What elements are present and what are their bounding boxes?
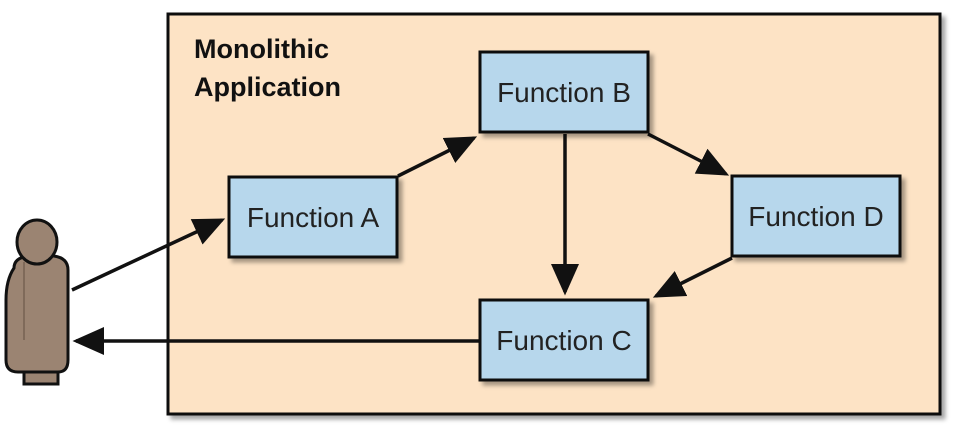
container-title-line1: Monolithic [194, 34, 329, 64]
function-c-label: Function C [496, 325, 631, 356]
function-b-box: Function B [478, 50, 650, 134]
container-title-line2: Application [194, 72, 341, 102]
arrow-user-to-function-a [71, 218, 226, 292]
arrow-function-a-to-function-b [397, 136, 478, 178]
function-b-label: Function B [497, 77, 631, 108]
arrow-function-b-to-function-d [647, 132, 730, 176]
function-a-label: Function A [247, 202, 380, 233]
person-icon [4, 218, 70, 386]
function-d-label: Function D [748, 201, 883, 232]
function-d-box: Function D [730, 174, 902, 258]
arrow-function-d-to-function-c [652, 256, 733, 298]
function-c-box: Function C [478, 298, 650, 382]
connection-arrows [71, 132, 733, 355]
function-a-box: Function A [227, 175, 399, 259]
